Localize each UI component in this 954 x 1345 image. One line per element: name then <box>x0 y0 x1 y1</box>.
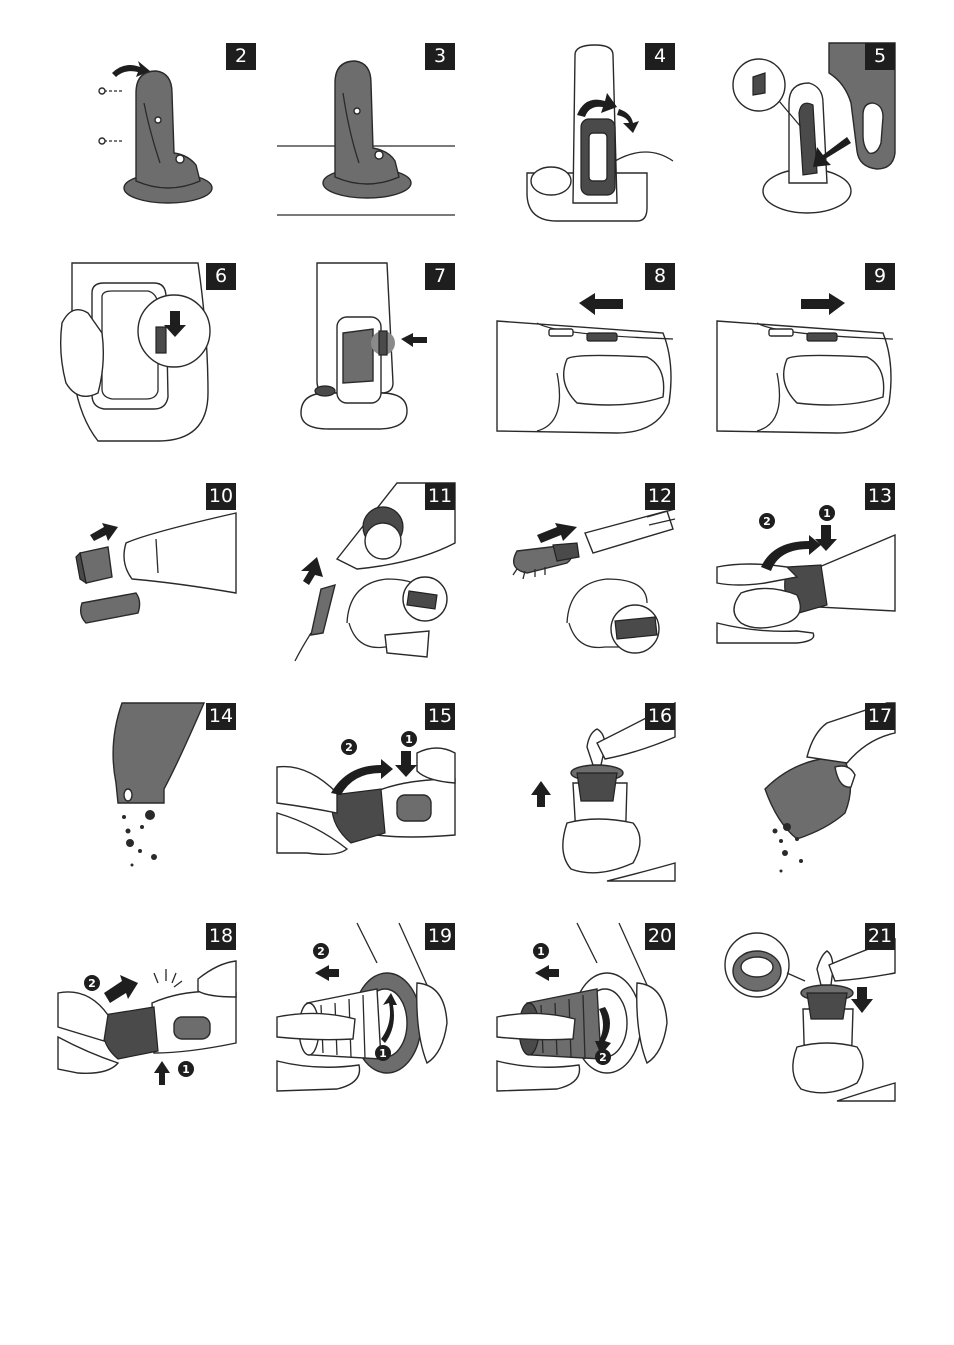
step-number-badge: 16 <box>645 703 675 730</box>
reattach-container-illustration: 1 2 <box>57 960 237 1085</box>
step-3-panel: 3 <box>277 43 455 221</box>
step-12-panel: 12 <box>497 483 676 661</box>
step-number-badge: 9 <box>865 263 895 290</box>
step-20-panel: 2 1 20 <box>496 922 675 1101</box>
step-10-panel: 10 <box>58 483 237 661</box>
insert-filter-illustration <box>724 932 896 1102</box>
remove-filter-illustration <box>531 701 676 882</box>
step-number-badge: 4 <box>645 43 675 70</box>
callout-1: 1 <box>823 507 831 520</box>
step-number-badge: 13 <box>865 483 895 510</box>
step-7-panel: 7 <box>277 262 455 441</box>
step-16-panel: 16 <box>497 701 676 882</box>
step-number-badge: 17 <box>865 703 895 730</box>
step-11-panel: 11 <box>277 482 456 662</box>
callout-1: 1 <box>379 1047 387 1060</box>
callout-2: 2 <box>763 515 771 528</box>
step-number-badge: 7 <box>425 263 455 290</box>
step-9-panel: 9 <box>716 263 895 441</box>
reassemble-filter-illustration: 2 1 <box>496 922 668 1092</box>
empty-dust-illustration <box>112 702 206 867</box>
attach-nozzle-illustration <box>75 512 237 624</box>
callout-2: 2 <box>88 977 96 990</box>
callout-1: 1 <box>537 945 545 958</box>
step-number-badge: 6 <box>206 263 236 290</box>
step-number-badge: 19 <box>425 923 455 950</box>
callout-2: 2 <box>599 1051 607 1064</box>
step-8-panel: 8 <box>496 263 675 441</box>
stand-on-surface-illustration <box>277 60 455 216</box>
wall-mount-stand-illustration <box>98 61 213 204</box>
step-number-badge: 18 <box>206 923 236 950</box>
step-number-badge: 2 <box>226 43 256 70</box>
step-number-badge: 15 <box>425 703 455 730</box>
remove-dust-container-illustration: 1 2 <box>716 505 896 644</box>
callout-1: 1 <box>182 1063 190 1076</box>
step-17-panel: 17 <box>717 702 896 881</box>
separate-filter-illustration: 1 2 <box>276 922 448 1092</box>
step-number-badge: 14 <box>206 703 236 730</box>
step-number-badge: 20 <box>645 923 675 950</box>
step-number-badge: 3 <box>425 43 455 70</box>
step-19-panel: 1 2 19 <box>276 922 455 1101</box>
step-2-panel: 2 <box>78 43 256 221</box>
callout-1: 1 <box>405 733 413 746</box>
charging-indicator-illustration <box>300 262 427 430</box>
attach-brush-illustration <box>512 508 676 654</box>
step-13-panel: 1 2 13 <box>716 483 896 661</box>
step-5-panel: 5 <box>717 42 896 221</box>
step-15-panel: 1 2 15 <box>276 703 456 881</box>
step-4-panel: 4 <box>497 43 675 222</box>
step-6-panel: 6 <box>58 262 236 442</box>
step-number-badge: 11 <box>425 483 455 510</box>
cord-wrap-illustration <box>526 44 674 222</box>
step-18-panel: 1 2 18 <box>57 923 237 1101</box>
detach-container-illustration: 1 2 <box>276 731 456 856</box>
switch-on-illustration <box>496 293 674 434</box>
step-number-badge: 21 <box>865 923 895 950</box>
step-14-panel: 14 <box>58 702 236 881</box>
step-number-badge: 5 <box>865 43 895 70</box>
step-21-panel: 21 <box>717 923 896 1102</box>
callout-2: 2 <box>345 741 353 754</box>
step-number-badge: 8 <box>645 263 675 290</box>
step-number-badge: 12 <box>645 483 675 510</box>
step-number-badge: 10 <box>206 483 236 510</box>
switch-off-illustration <box>716 293 894 434</box>
callout-2: 2 <box>317 945 325 958</box>
place-appliance-illustration <box>732 42 896 214</box>
remove-appliance-illustration <box>59 262 211 442</box>
